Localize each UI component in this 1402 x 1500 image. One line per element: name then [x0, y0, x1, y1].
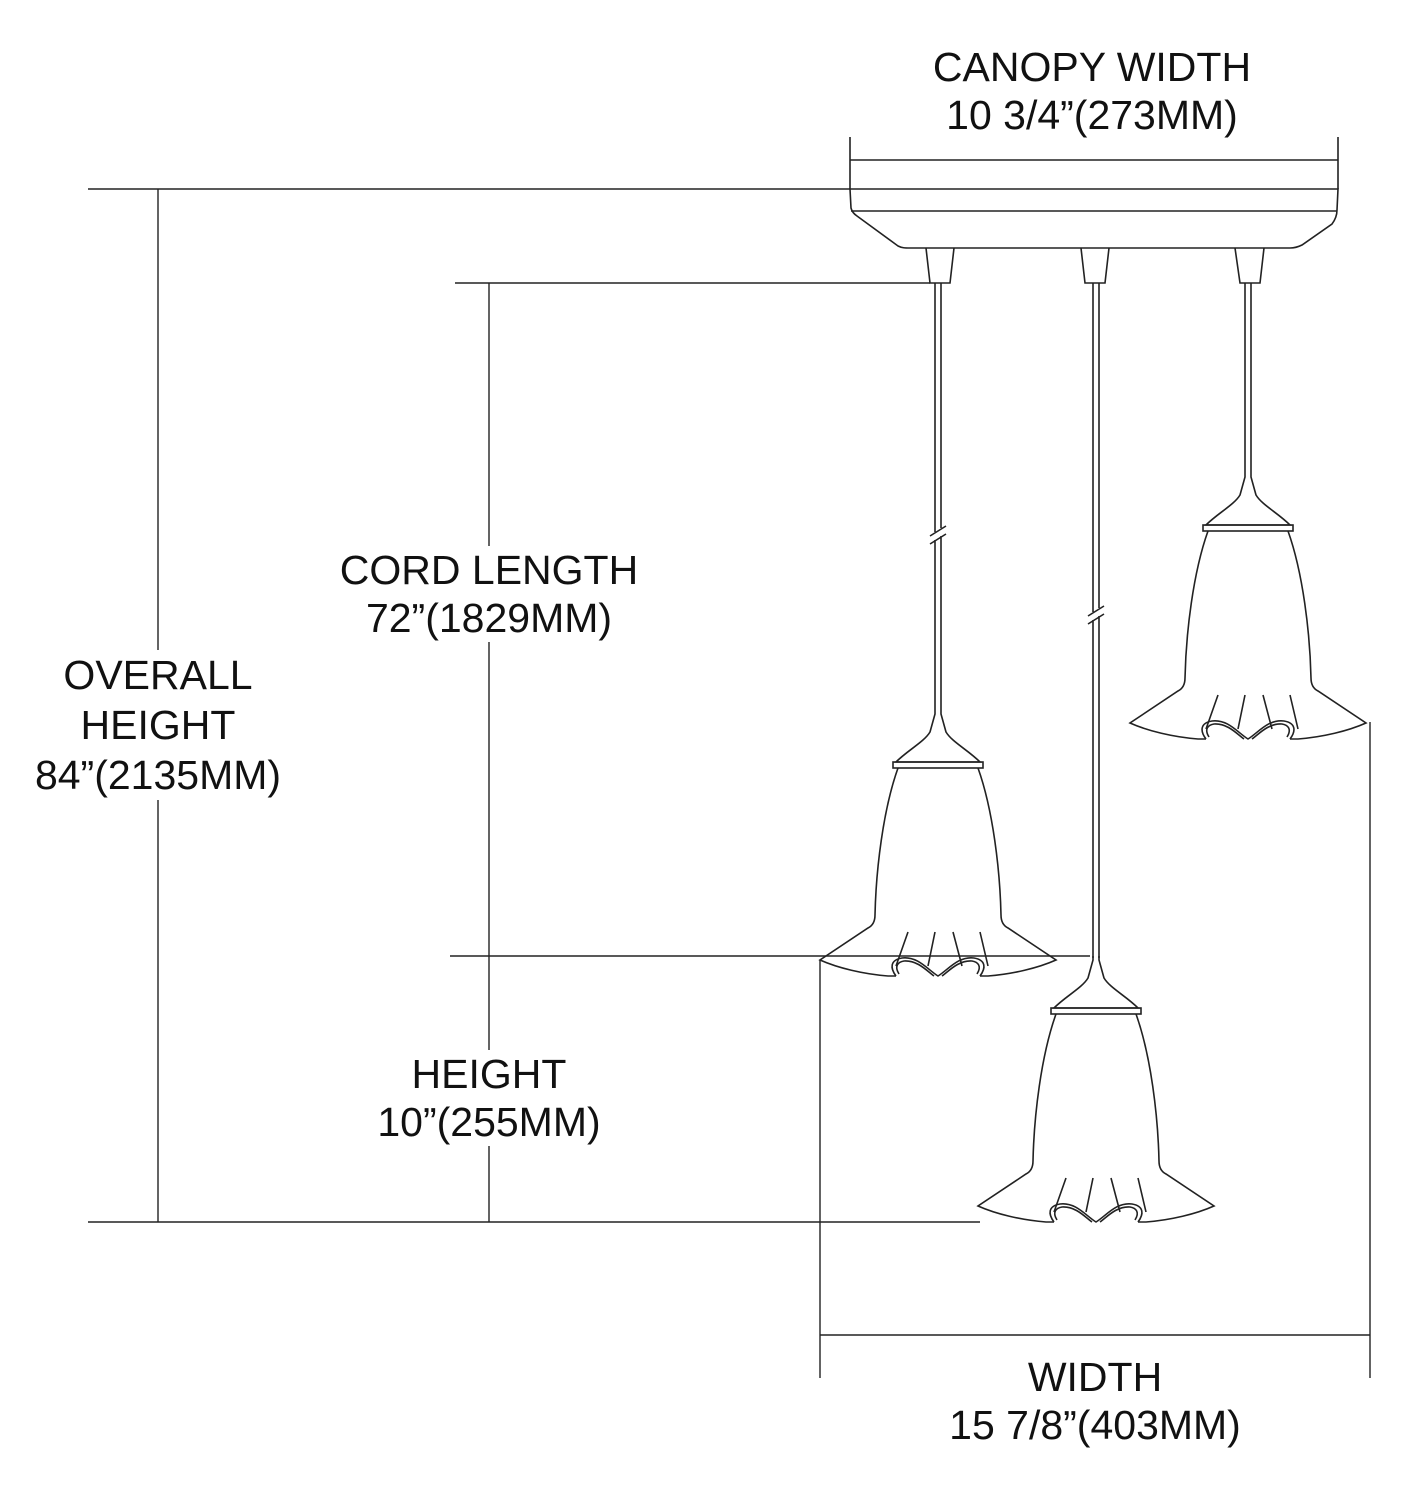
pendant-shade-right	[1129, 472, 1367, 740]
canopy-width-label: CANOPY WIDTH 10 3/4”(273MM)	[933, 43, 1251, 139]
width-label: WIDTH 15 7/8”(403MM)	[949, 1353, 1241, 1449]
cord-length-label: CORD LENGTH 72”(1829MM)	[339, 546, 639, 642]
overall-height-label: OVERALL HEIGHT 84”(2135MM)	[34, 650, 282, 800]
pendant-shade-center	[977, 955, 1215, 1223]
canopy-width-title: CANOPY WIDTH	[932, 44, 1252, 90]
pendant-shade-left	[819, 709, 1057, 977]
canopy-width-value: 10 3/4”(273MM)	[946, 92, 1238, 138]
overall-height-value: 84”(2135MM)	[34, 752, 282, 798]
cord-length-value: 72”(1829MM)	[365, 595, 613, 641]
cords	[929, 283, 1252, 958]
width-value: 15 7/8”(403MM)	[949, 1402, 1241, 1448]
overall-height-title-line2: HEIGHT	[80, 702, 236, 748]
cord-length-title: CORD LENGTH	[339, 547, 639, 593]
height-label: HEIGHT 10”(255MM)	[377, 1050, 601, 1146]
canopy	[849, 137, 1339, 284]
width-title: WIDTH	[1027, 1354, 1163, 1400]
height-title: HEIGHT	[411, 1051, 567, 1097]
height-value: 10”(255MM)	[377, 1099, 601, 1145]
overall-height-title-line1: OVERALL	[63, 652, 253, 698]
